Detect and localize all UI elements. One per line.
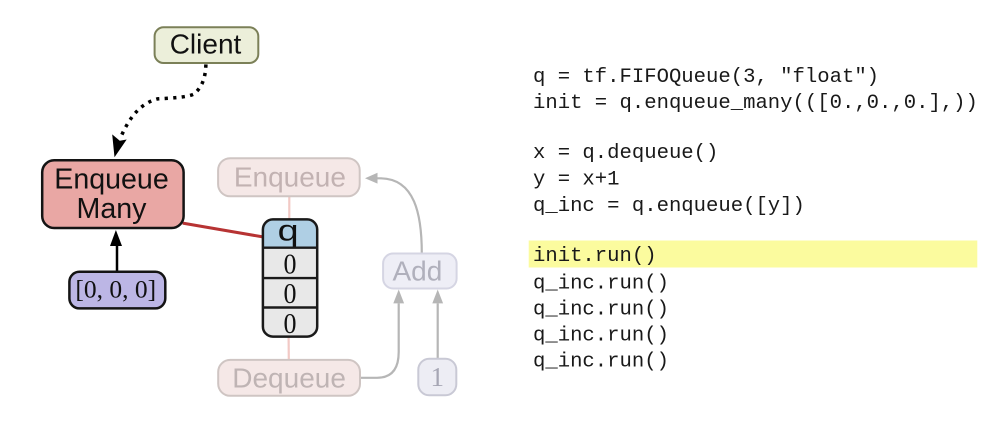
svg-text:q_inc.run(): q_inc.run() [533,298,669,321]
svg-text:0: 0 [284,278,297,310]
svg-text:Many: Many [77,193,148,225]
svg-text:init.run(): init.run() [533,245,657,268]
svg-text:Client: Client [170,28,242,59]
svg-text:Add: Add [392,256,442,287]
svg-text:init = q.enqueue_many(([0.,0.,: init = q.enqueue_many(([0.,0.,0.],)) [533,92,978,115]
svg-text:Enqueue: Enqueue [54,164,169,196]
svg-text:x = q.dequeue(): x = q.dequeue() [533,142,718,165]
svg-text:y = x+1: y = x+1 [533,168,620,191]
svg-text:Enqueue: Enqueue [234,161,346,192]
svg-text:q_inc.run(): q_inc.run() [533,272,669,295]
svg-text:1: 1 [431,362,445,392]
svg-text:[0, 0, 0]: [0, 0, 0] [75,275,156,304]
svg-text:q_inc = q.enqueue([y]): q_inc = q.enqueue([y]) [533,195,805,218]
svg-text:q: q [278,215,299,248]
svg-text:q = tf.FIFOQueue(3, "float"): q = tf.FIFOQueue(3, "float") [533,66,879,89]
svg-text:q_inc.run(): q_inc.run() [533,325,669,348]
svg-text:Dequeue: Dequeue [232,363,346,394]
svg-text:0: 0 [284,249,297,281]
svg-text:q_inc.run(): q_inc.run() [533,351,669,374]
svg-text:0: 0 [284,308,297,340]
